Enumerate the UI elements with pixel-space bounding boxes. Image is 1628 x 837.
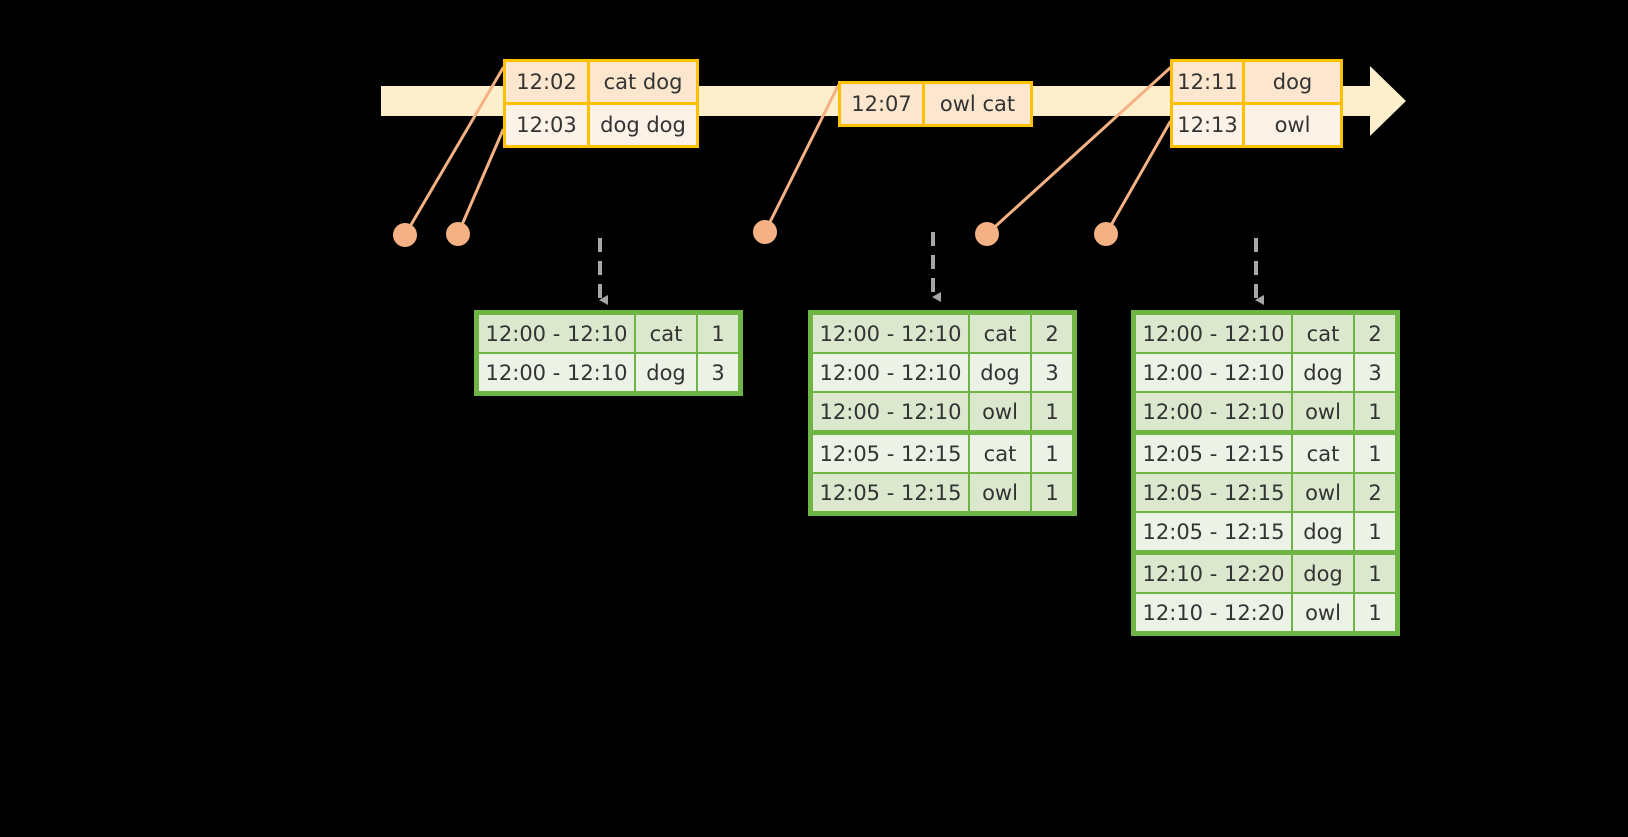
window-cell: 12:00 - 12:10 <box>1136 354 1291 391</box>
count-cell: 1 <box>1355 513 1395 550</box>
word-cell: dog <box>1293 354 1353 391</box>
window-cell: 12:10 - 12:20 <box>1136 594 1291 631</box>
window-cell: 12:00 - 12:10 <box>813 354 968 391</box>
window-cell: 12:05 - 12:15 <box>813 474 968 511</box>
event-row[interactable]: 12:03 dog dog <box>506 102 696 145</box>
event-time: 12:02 <box>506 62 590 102</box>
count-cell: 3 <box>1032 354 1072 391</box>
word-cell: owl <box>1293 594 1353 631</box>
window-cell: 12:05 - 12:15 <box>1136 474 1291 511</box>
word-cell: cat <box>636 315 696 352</box>
count-cell: 1 <box>1032 393 1072 430</box>
count-cell: 3 <box>698 354 738 391</box>
word-cell: owl <box>1293 474 1353 511</box>
word-cell: cat <box>970 315 1030 352</box>
count-cell: 1 <box>1355 594 1395 631</box>
count-cell: 1 <box>1355 555 1395 592</box>
event-payload: cat dog <box>590 62 696 102</box>
event-group-1[interactable]: 12:02 cat dog 12:03 dog dog <box>503 59 699 148</box>
trigger-dots <box>393 220 1118 247</box>
count-cell: 1 <box>1032 435 1072 472</box>
trigger-dot-4 <box>975 222 999 246</box>
count-cell: 2 <box>1355 474 1395 511</box>
trigger-dot-3 <box>753 220 777 244</box>
trigger-dot-2 <box>446 222 470 246</box>
word-cell: owl <box>1293 393 1353 430</box>
event-time: 12:11 <box>1173 62 1245 102</box>
window-cell: 12:05 - 12:15 <box>1136 435 1291 472</box>
event-time: 12:13 <box>1173 105 1245 145</box>
trigger-dot-5 <box>1094 222 1118 246</box>
event-row[interactable]: 12:07 owl cat <box>841 84 1030 124</box>
count-cell: 2 <box>1032 315 1072 352</box>
event-payload: owl <box>1245 105 1340 145</box>
window-cell: 12:10 - 12:20 <box>1136 555 1291 592</box>
window-cell: 12:00 - 12:10 <box>479 354 634 391</box>
window-cell: 12:00 - 12:10 <box>479 315 634 352</box>
word-cell: dog <box>1293 555 1353 592</box>
event-row[interactable]: 12:02 cat dog <box>506 62 696 102</box>
word-cell: dog <box>970 354 1030 391</box>
word-cell: cat <box>970 435 1030 472</box>
emit-arrows <box>598 232 1264 305</box>
window-cell: 12:00 - 12:10 <box>1136 393 1291 430</box>
event-row[interactable]: 12:13 owl <box>1173 102 1340 145</box>
event-payload: owl cat <box>925 84 1030 124</box>
word-cell: owl <box>970 474 1030 511</box>
word-cell: owl <box>970 393 1030 430</box>
window-cell: 12:05 - 12:15 <box>1136 513 1291 550</box>
event-payload: dog <box>1245 62 1340 102</box>
count-cell: 1 <box>1032 474 1072 511</box>
word-cell: cat <box>1293 435 1353 472</box>
word-cell: dog <box>1293 513 1353 550</box>
count-cell: 2 <box>1355 315 1395 352</box>
window-cell: 12:05 - 12:15 <box>813 435 968 472</box>
event-time: 12:03 <box>506 105 590 145</box>
window-cell: 12:00 - 12:10 <box>813 315 968 352</box>
count-cell: 1 <box>698 315 738 352</box>
event-payload: dog dog <box>590 105 696 145</box>
window-cell: 12:00 - 12:10 <box>1136 315 1291 352</box>
event-time: 12:07 <box>841 84 925 124</box>
window-cell: 12:00 - 12:10 <box>813 393 968 430</box>
word-cell: cat <box>1293 315 1353 352</box>
count-cell: 1 <box>1355 393 1395 430</box>
event-group-2[interactable]: 12:07 owl cat <box>838 81 1033 127</box>
trigger-dot-1 <box>393 223 417 247</box>
count-cell: 3 <box>1355 354 1395 391</box>
event-row[interactable]: 12:11 dog <box>1173 62 1340 102</box>
event-group-3[interactable]: 12:11 dog 12:13 owl <box>1170 59 1343 148</box>
count-cell: 1 <box>1355 435 1395 472</box>
word-cell: dog <box>636 354 696 391</box>
